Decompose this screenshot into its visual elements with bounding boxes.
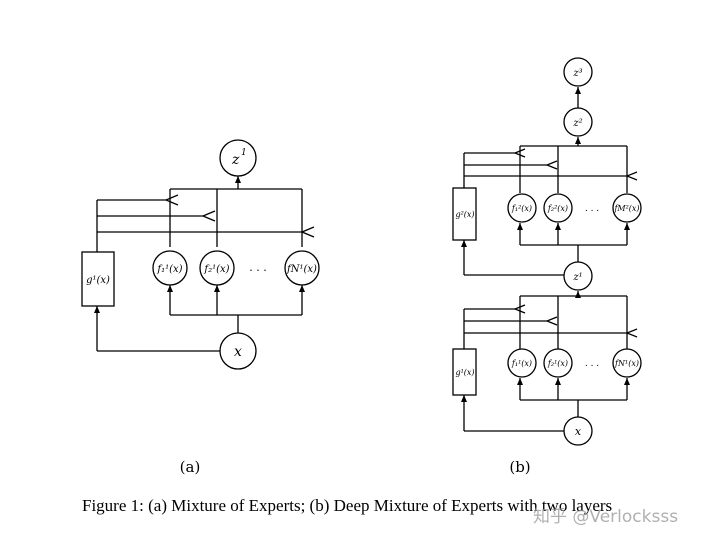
gate-label-l1: g¹(x): [455, 368, 474, 377]
figure-caption: Figure 1: (a) Mixture of Experts; (b) De…: [82, 496, 613, 515]
expert-ellipsis: . . .: [249, 261, 266, 274]
expert-label-2: f₂¹(x): [203, 264, 229, 275]
output-label-sup: 1: [241, 148, 247, 158]
input-label-x: x: [234, 344, 242, 360]
output-label-z3: z³: [572, 68, 582, 79]
expert-ellipsis-l2: . . .: [585, 204, 599, 214]
expert-label-l1-n: fN¹(x): [614, 359, 639, 368]
expert-label-l1-2: f₂¹(x): [547, 359, 568, 368]
panel-b-label: (b): [509, 458, 530, 476]
output-node-z3: [563, 57, 593, 87]
expert-label-l1-1: f₁¹(x): [511, 359, 532, 368]
output-label-z2: z²: [572, 118, 582, 129]
panel-a: z 1 f₁¹(x) f₂¹(x) . . . fN¹(x) g¹(x) x (…: [81, 139, 320, 476]
expert-node-l2-2: [543, 193, 573, 223]
expert-node-l2-1: [507, 193, 537, 223]
expert-node-n: [284, 250, 320, 286]
expert-node-l1-2: [543, 348, 573, 378]
input-node-x: [219, 332, 257, 370]
expert-label-1: f₁¹(x): [156, 264, 182, 275]
expert-node-2: [199, 250, 235, 286]
expert-node-l2-m: [612, 193, 642, 223]
panel-a-label: (a): [180, 458, 201, 476]
input-label-x-b: x: [575, 425, 582, 438]
gate-label: g¹(x): [86, 275, 110, 286]
expert-label-n: fN¹(x): [286, 264, 317, 275]
expert-ellipsis-l1: . . .: [585, 359, 599, 369]
input-node-x-b: [563, 416, 593, 446]
expert-node-l1-1: [507, 348, 537, 378]
gate-box-l2: [452, 187, 477, 241]
panel-b: z³ z² f₁²(x) f₂²(x) . . . fM²(x) g²(x): [452, 57, 642, 476]
expert-node-1: [152, 250, 188, 286]
output-node-z2: [563, 107, 593, 137]
expert-node-l1-n: [612, 348, 642, 378]
output-label-z1: z¹: [572, 272, 582, 283]
output-label-z: z: [231, 152, 240, 168]
expert-label-l2-m: fM²(x): [613, 204, 639, 213]
watermark: 知乎 @Verlocksss: [533, 507, 679, 527]
gate-box-l1: [452, 348, 477, 396]
expert-label-l2-1: f₁²(x): [511, 204, 532, 213]
gate-box: [81, 251, 115, 307]
expert-label-l2-2: f₂²(x): [547, 204, 568, 213]
gate-label-l2: g²(x): [455, 210, 474, 219]
output-node-z1: [219, 139, 257, 177]
output-node-z1: [563, 261, 593, 291]
